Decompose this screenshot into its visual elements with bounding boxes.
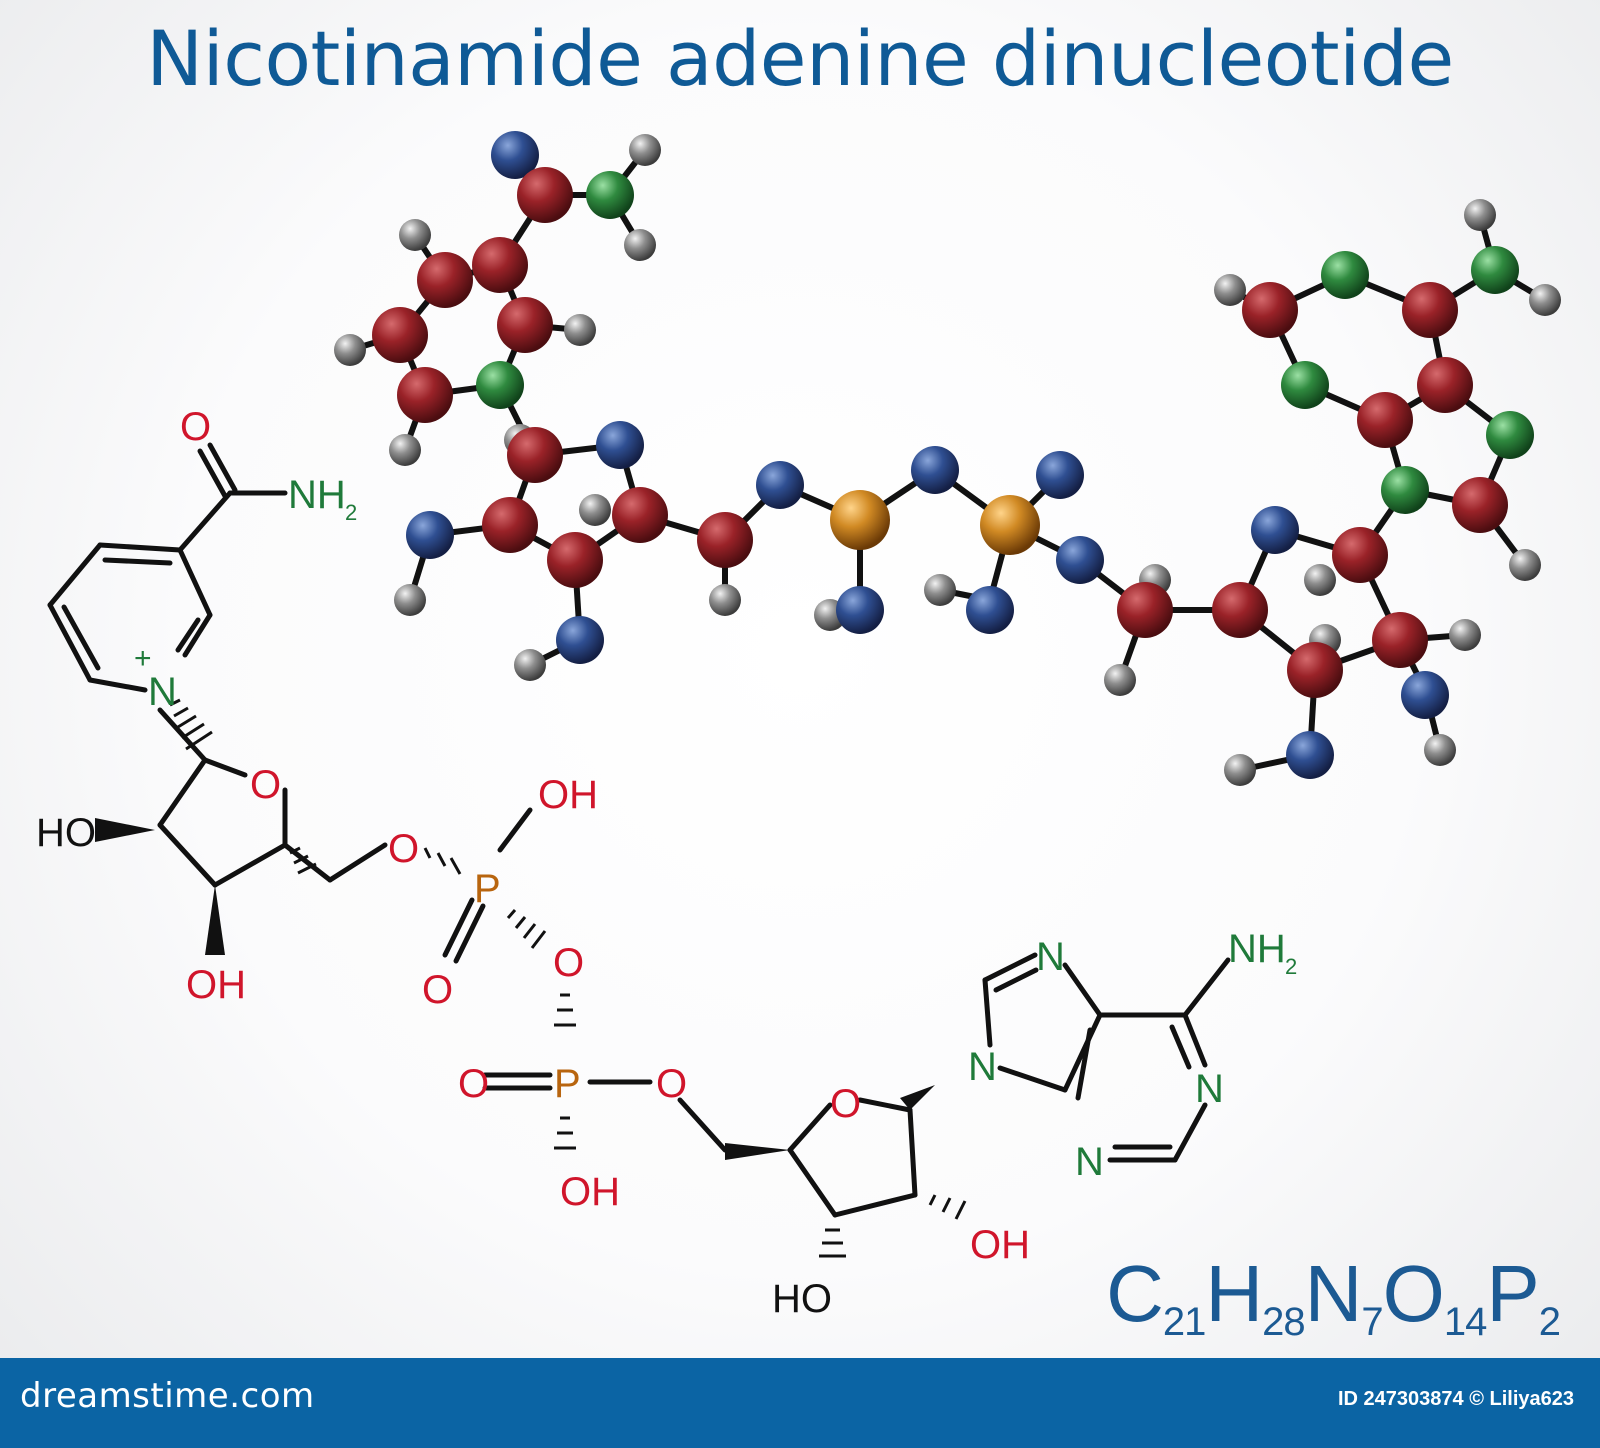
molecular-formula: C21H28N7O14P2 xyxy=(1106,1248,1561,1345)
amide-nitrogen-subscript: 2 xyxy=(345,500,357,525)
page-title: Nicotinamide adenine dinucleotide xyxy=(146,14,1454,103)
phosphorus-1-oxo: O xyxy=(422,968,453,1012)
adenine-n3-label: N xyxy=(1075,1140,1104,1184)
phosphorus-2-oxo: O xyxy=(458,1062,489,1106)
footer-bar: dreamstime.com ID 247303874 © Liliya623 xyxy=(0,1358,1600,1448)
link-oxygen-2-label: O xyxy=(656,1062,687,1106)
photo-credit: ID 247303874 © Liliya623 xyxy=(1337,1388,1574,1410)
pyridinium-nitrogen-label: N xyxy=(148,670,177,714)
ribose2-hydroxyl-left: HO xyxy=(772,1277,832,1321)
formula-carbon-count: 21 xyxy=(1162,1300,1206,1344)
link-oxygen-1-label: O xyxy=(388,827,419,871)
hashed-bonds xyxy=(169,698,967,1258)
adenine-n1-label: N xyxy=(1195,1067,1224,1111)
bridge-oxygen-label: O xyxy=(553,941,584,985)
adenine-amine-subscript: 2 xyxy=(1285,954,1297,979)
formula-phosphorus-count: 2 xyxy=(1538,1300,1561,1344)
atom-labels: O NH 2 N + O HO OH O P OH O O P O OH O O… xyxy=(36,405,1297,1321)
amide-oxygen-label: O xyxy=(180,405,211,449)
molecule-art: O NH 2 N + O HO OH O P OH O O P O OH O O… xyxy=(36,131,1561,1321)
pyridinium-charge-label: + xyxy=(134,642,152,675)
formula-carbon: C xyxy=(1106,1249,1164,1338)
phosphorus-1-hydroxyl: OH xyxy=(538,773,598,817)
adenine-n9-label: N xyxy=(968,1045,997,1089)
ribose1-hydroxyl-left: HO xyxy=(36,811,96,855)
ribose2-oxygen-label: O xyxy=(830,1082,861,1126)
formula-nitrogen-count: 7 xyxy=(1361,1300,1383,1344)
ribose1-hydroxyl-bottom: OH xyxy=(186,963,246,1007)
stereo-bonds xyxy=(95,818,935,1160)
atom-balls xyxy=(334,131,1561,786)
amide-nitrogen-label: NH xyxy=(288,473,346,517)
formula-nitrogen: N xyxy=(1304,1249,1363,1338)
formula-phosphorus: P xyxy=(1486,1249,1539,1338)
phosphorus-1-label: P xyxy=(474,867,501,911)
adenine-amine-label: NH xyxy=(1228,927,1286,971)
formula-hydrogen: H xyxy=(1205,1249,1263,1338)
adenine-n7-label: N xyxy=(1036,935,1065,979)
ribose1-oxygen-label: O xyxy=(250,763,281,807)
phosphorus-2-label: P xyxy=(554,1062,581,1106)
phosphorus-2-hydroxyl: OH xyxy=(560,1170,620,1214)
formula-oxygen-count: 14 xyxy=(1443,1300,1487,1344)
formula-oxygen: O xyxy=(1382,1249,1445,1338)
ribose2-hydroxyl-right: OH xyxy=(970,1223,1030,1267)
brand-logo-text[interactable]: dreamstime.com xyxy=(20,1376,315,1416)
formula-hydrogen-count: 28 xyxy=(1262,1300,1305,1344)
skeletal-formula xyxy=(47,442,1231,1218)
